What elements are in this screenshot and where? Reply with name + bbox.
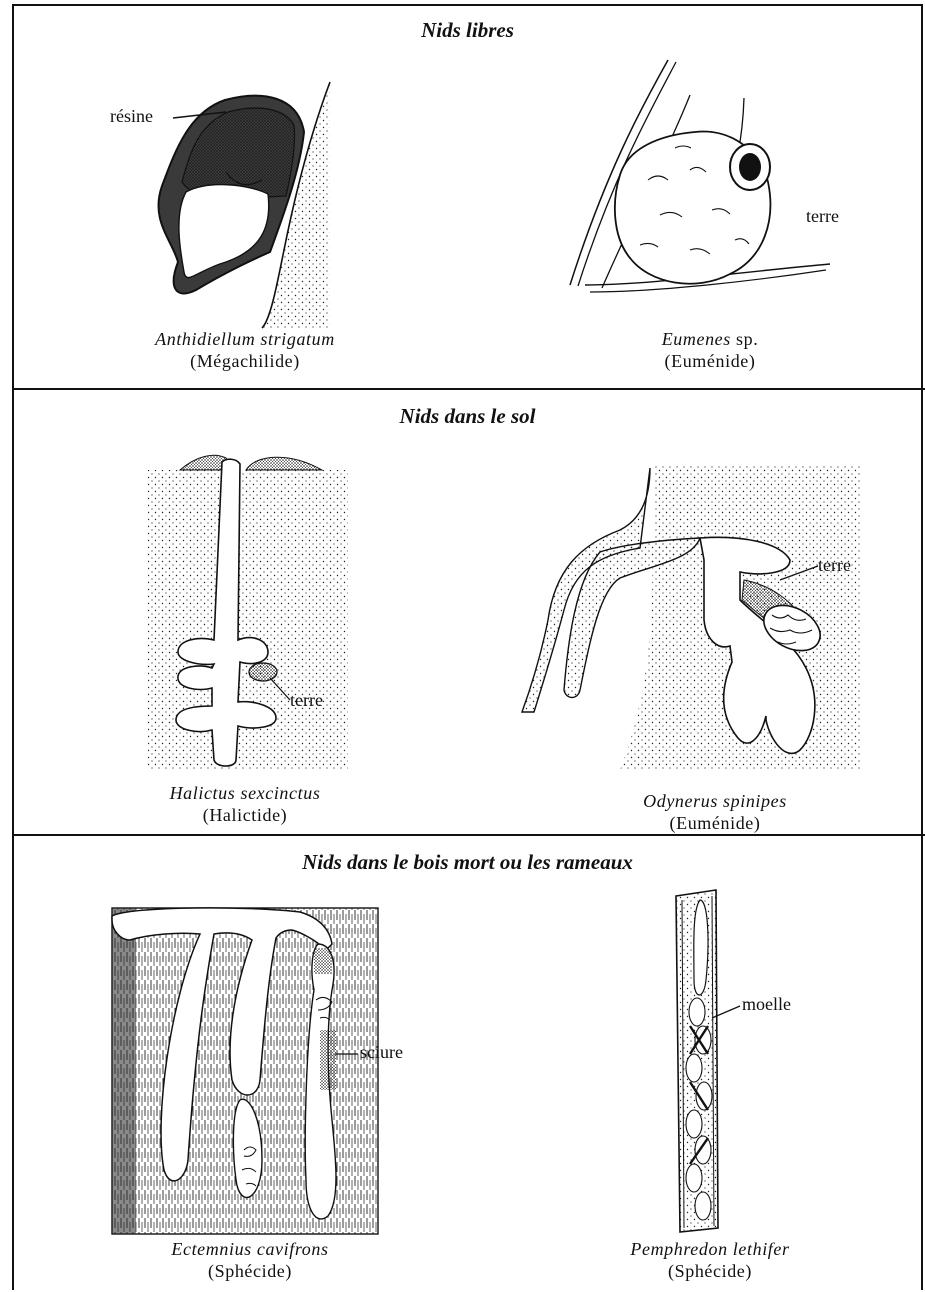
label-sciure: sciure — [360, 1042, 403, 1063]
species-name: Odynerus spinipes — [580, 790, 850, 812]
label-resine: résine — [110, 106, 153, 127]
caption-ectemnius: Ectemnius cavifrons (Sphécide) — [110, 1238, 390, 1282]
section-title-soil-nests: Nids dans le sol — [12, 404, 923, 429]
species-name: Halictus sexcinctus — [110, 782, 380, 804]
family-name: (Sphécide) — [580, 1260, 840, 1282]
section-title-free-nests: Nids libres — [12, 18, 923, 43]
caption-anthidiellum: Anthidiellum strigatum (Mégachilide) — [100, 328, 390, 372]
label-terre-halictus: terre — [290, 690, 323, 711]
caption-halictus: Halictus sexcinctus (Halictide) — [110, 782, 380, 826]
species-name: Anthidiellum strigatum — [100, 328, 390, 350]
caption-odynerus: Odynerus spinipes (Euménide) — [580, 790, 850, 834]
species-name: Eumenes — [662, 329, 731, 349]
caption-eumenes: Eumenes sp. (Euménide) — [590, 328, 830, 372]
family-name: (Mégachilide) — [100, 350, 390, 372]
section-divider — [12, 834, 925, 836]
species-name: Ectemnius cavifrons — [110, 1238, 390, 1260]
family-name: (Euménide) — [590, 350, 830, 372]
caption-pemphredon: Pemphredon lethifer (Sphécide) — [580, 1238, 840, 1282]
family-name: (Euménide) — [580, 812, 850, 834]
section-divider — [12, 388, 925, 390]
label-terre-eumenes: terre — [806, 206, 839, 227]
species-name: Pemphredon lethifer — [580, 1238, 840, 1260]
label-moelle: moelle — [742, 994, 791, 1015]
family-name: (Sphécide) — [110, 1260, 390, 1282]
plate-frame — [12, 4, 923, 1290]
species-suffix: sp. — [731, 329, 758, 349]
section-title-wood-nests: Nids dans le bois mort ou les rameaux — [12, 850, 923, 875]
family-name: (Halictide) — [110, 804, 380, 826]
label-terre-odynerus: terre — [818, 555, 851, 576]
